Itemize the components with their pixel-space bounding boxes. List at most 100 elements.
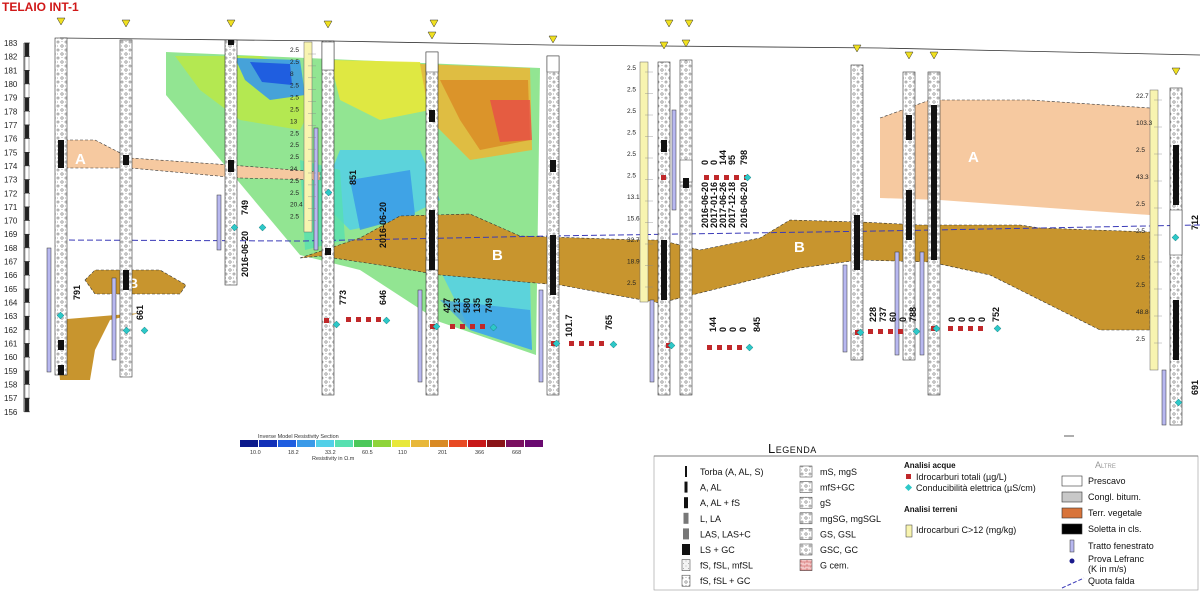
elevation-tick-label: 179	[4, 94, 18, 103]
elevation-axis: 1831821811801791781771761751741731721711…	[4, 39, 30, 417]
elevation-tick-label: 168	[4, 244, 18, 253]
lithology-label: mS, mgS	[820, 467, 857, 477]
elevation-tick-label: 182	[4, 53, 18, 62]
label-b2: 661	[135, 305, 145, 320]
water-ec-marker	[856, 328, 865, 337]
elevation-tick-label: 165	[4, 285, 18, 294]
bitum-symbol	[1061, 491, 1083, 503]
unit-a-layer-right	[880, 100, 1150, 215]
water-hc-marker	[376, 317, 381, 322]
screen-interval	[538, 289, 544, 383]
borehole-6	[538, 35, 560, 396]
borehole-marker-icon	[684, 19, 694, 28]
water-ec-marker	[489, 323, 498, 332]
lithology-symbol	[799, 512, 813, 525]
borehole-12	[1161, 67, 1183, 426]
water-ec-marker	[140, 326, 149, 335]
resistivity-scale-label: 33.2	[325, 450, 336, 456]
measure-value: 2.5	[627, 65, 636, 72]
water-ec-marker	[609, 340, 618, 349]
elevation-tick-label: 171	[4, 203, 18, 212]
borehole-marker-icon	[1171, 67, 1181, 76]
water-hc-symbol	[906, 474, 911, 479]
water-hc-marker	[898, 329, 903, 334]
resistivity-scale-label: 10.0	[250, 450, 261, 456]
borehole-4	[313, 20, 335, 396]
screen-interval	[111, 277, 117, 361]
lithology-symbol	[799, 559, 813, 571]
water-ec-marker	[324, 188, 333, 197]
water-hc-marker	[569, 341, 574, 346]
borehole-10	[894, 51, 916, 361]
measure-value: 32.7	[627, 237, 640, 244]
lithology-label: fS, fSL, mfSL	[700, 561, 753, 571]
resistivity-unit: Resistivity in Ω.m	[312, 456, 355, 462]
elevation-tick-label: 159	[4, 367, 18, 376]
water-ec-marker	[745, 343, 754, 352]
water-hc-marker	[356, 317, 361, 322]
water-ec-marker	[743, 173, 752, 182]
resistivity-scale-label: 201	[438, 450, 447, 456]
borehole-marker-icon	[323, 20, 333, 29]
resistivity-swatch	[392, 440, 410, 447]
water-ec-marker	[912, 327, 921, 336]
borehole-1	[46, 17, 68, 376]
label-b10e: 752	[991, 307, 1001, 322]
label-b8d: 0	[738, 327, 748, 332]
legend-title: Legenda	[768, 441, 817, 456]
label-b9b: 737	[878, 307, 888, 322]
legend-acque-1: Idrocarburi totali (µg/L)	[916, 472, 1007, 482]
elevation-tick-label: 176	[4, 135, 18, 144]
measure-value: 2.5	[290, 154, 299, 161]
elevation-tick-label: 166	[4, 271, 18, 280]
resistivity-swatch	[335, 440, 353, 447]
measure-value: 15.6	[627, 216, 640, 223]
measure-value: 43.3	[1136, 174, 1149, 181]
water-ec-marker	[56, 311, 65, 320]
lithology-symbol	[799, 465, 813, 478]
label-b8c: 0	[728, 327, 738, 332]
water-hc-marker	[888, 329, 893, 334]
label-b10c: 0	[967, 317, 977, 322]
screen-interval	[919, 251, 925, 356]
label-b6a: 101.7	[564, 314, 574, 337]
water-hc-marker	[978, 326, 983, 331]
measure-value: 2.5	[290, 190, 299, 197]
measure-value: 2.5	[290, 130, 299, 137]
water-hc-marker	[480, 324, 485, 329]
legend-altre-3: Terr. vegetale	[1088, 508, 1142, 518]
measure-value: 8	[290, 71, 294, 78]
elevation-tick-label: 160	[4, 353, 18, 362]
elevation-tick-label: 157	[4, 394, 18, 403]
water-hc-marker	[324, 318, 329, 323]
lithology-label: LAS, LAS+C	[700, 529, 751, 539]
borehole-marker-icon	[852, 44, 862, 53]
water-hc-marker	[724, 175, 729, 180]
screen-interval	[1161, 369, 1167, 426]
resistivity-scale-label: 60.5	[362, 450, 373, 456]
measure-value: 2.5	[627, 151, 636, 158]
resistivity-scale-label: 110	[398, 450, 407, 456]
borehole-7	[649, 41, 671, 396]
legend-terreni-title: Analisi terreni	[904, 505, 957, 514]
terr-veg-symbol	[1061, 507, 1083, 519]
unit-b-lower-left	[55, 313, 140, 380]
water-hc-marker	[717, 345, 722, 350]
resistivity-swatch	[373, 440, 391, 447]
label-b7-v3: 144	[718, 150, 728, 165]
water-hc-marker	[958, 326, 963, 331]
resistivity-swatch	[240, 440, 258, 447]
borehole-9	[842, 44, 864, 361]
label-b10b: 0	[957, 317, 967, 322]
boreholes-group	[46, 17, 1183, 426]
label-b9c: 60	[888, 312, 898, 322]
borehole-3	[216, 19, 238, 286]
resistivity-swatch	[316, 440, 334, 447]
resistivity-swatch	[354, 440, 372, 447]
measure-value: 2.5	[627, 87, 636, 94]
label-b4b: 773	[338, 290, 348, 305]
water-ec-marker	[230, 223, 239, 232]
label-b7-date3: 2017-06-26	[718, 182, 728, 228]
